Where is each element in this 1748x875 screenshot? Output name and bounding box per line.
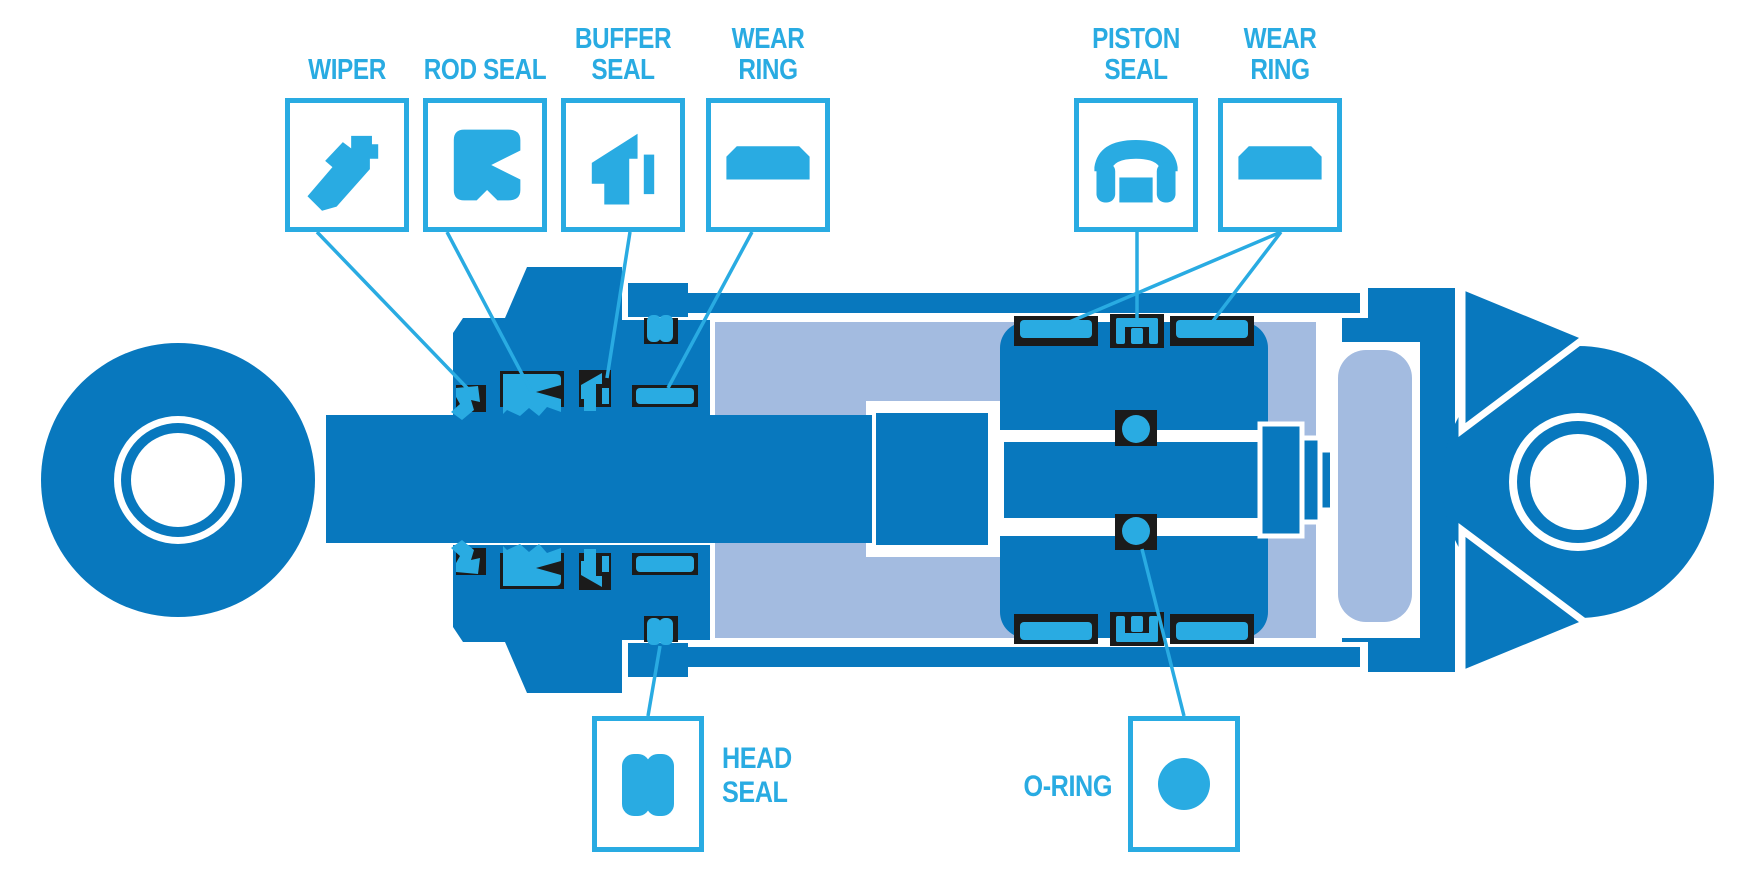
piston-wear-ring-left-glyph — [1020, 320, 1092, 338]
piston-seal-glyph — [1116, 318, 1158, 344]
callout-piston-seal — [1074, 98, 1198, 232]
wiper-label: WIPER — [308, 54, 386, 86]
buffer-seal-glyph — [581, 373, 602, 411]
callout-wear-ring-rod — [706, 98, 830, 232]
o-ring-glyph — [1122, 415, 1150, 443]
head-seal-icon — [622, 754, 674, 816]
wear-ring-piston-label: WEAR RING — [1243, 23, 1317, 86]
piston-wear-ring-right-glyph — [1176, 320, 1248, 338]
rod-eye — [41, 343, 315, 617]
wear-ring-icon — [1238, 146, 1322, 180]
callout-buffer-seal — [561, 98, 685, 232]
rod-spigot — [1004, 442, 1260, 518]
piston-seal-label: PISTON SEAL — [1092, 23, 1180, 86]
cap-end — [1330, 288, 1455, 672]
rod-seal-label: ROD SEAL — [423, 54, 547, 86]
buffer-seal-icon — [591, 133, 655, 205]
rod-seal-glyph — [503, 374, 561, 416]
leader-lines — [315, 230, 1283, 717]
cap-eye — [1442, 346, 1714, 618]
barrel-flange — [628, 283, 688, 317]
callout-o-ring — [1128, 716, 1240, 852]
callout-head-seal — [592, 716, 704, 852]
rod-shoulder — [876, 413, 988, 545]
upper-half-parts — [451, 267, 1594, 446]
head-seal-label: HEAD SEAL — [722, 742, 792, 809]
wear-ring-icon — [726, 146, 810, 180]
cap-cushion — [1338, 350, 1412, 622]
rod-wear-ring-glyph — [636, 388, 694, 404]
rod-nut — [1257, 421, 1337, 539]
callout-rod-seal — [423, 98, 547, 232]
callout-wear-ring-piston — [1218, 98, 1342, 232]
o-ring-label: O-RING — [1023, 770, 1113, 803]
buffer-seal-label: BUFFER SEAL — [574, 23, 672, 86]
wiper-icon — [307, 135, 379, 211]
wear-ring-rod-label: WEAR RING — [731, 23, 805, 86]
wiper-seal-glyph — [451, 386, 480, 420]
rod-seal-icon — [453, 129, 521, 201]
piston-seal-icon — [1094, 140, 1178, 203]
barrel-tube — [688, 293, 1360, 313]
callout-wiper — [285, 98, 409, 232]
o-ring-icon — [1158, 758, 1210, 810]
head-seal-glyph — [647, 315, 673, 342]
piston-rod — [326, 415, 872, 543]
cap-gusset — [1458, 280, 1594, 437]
